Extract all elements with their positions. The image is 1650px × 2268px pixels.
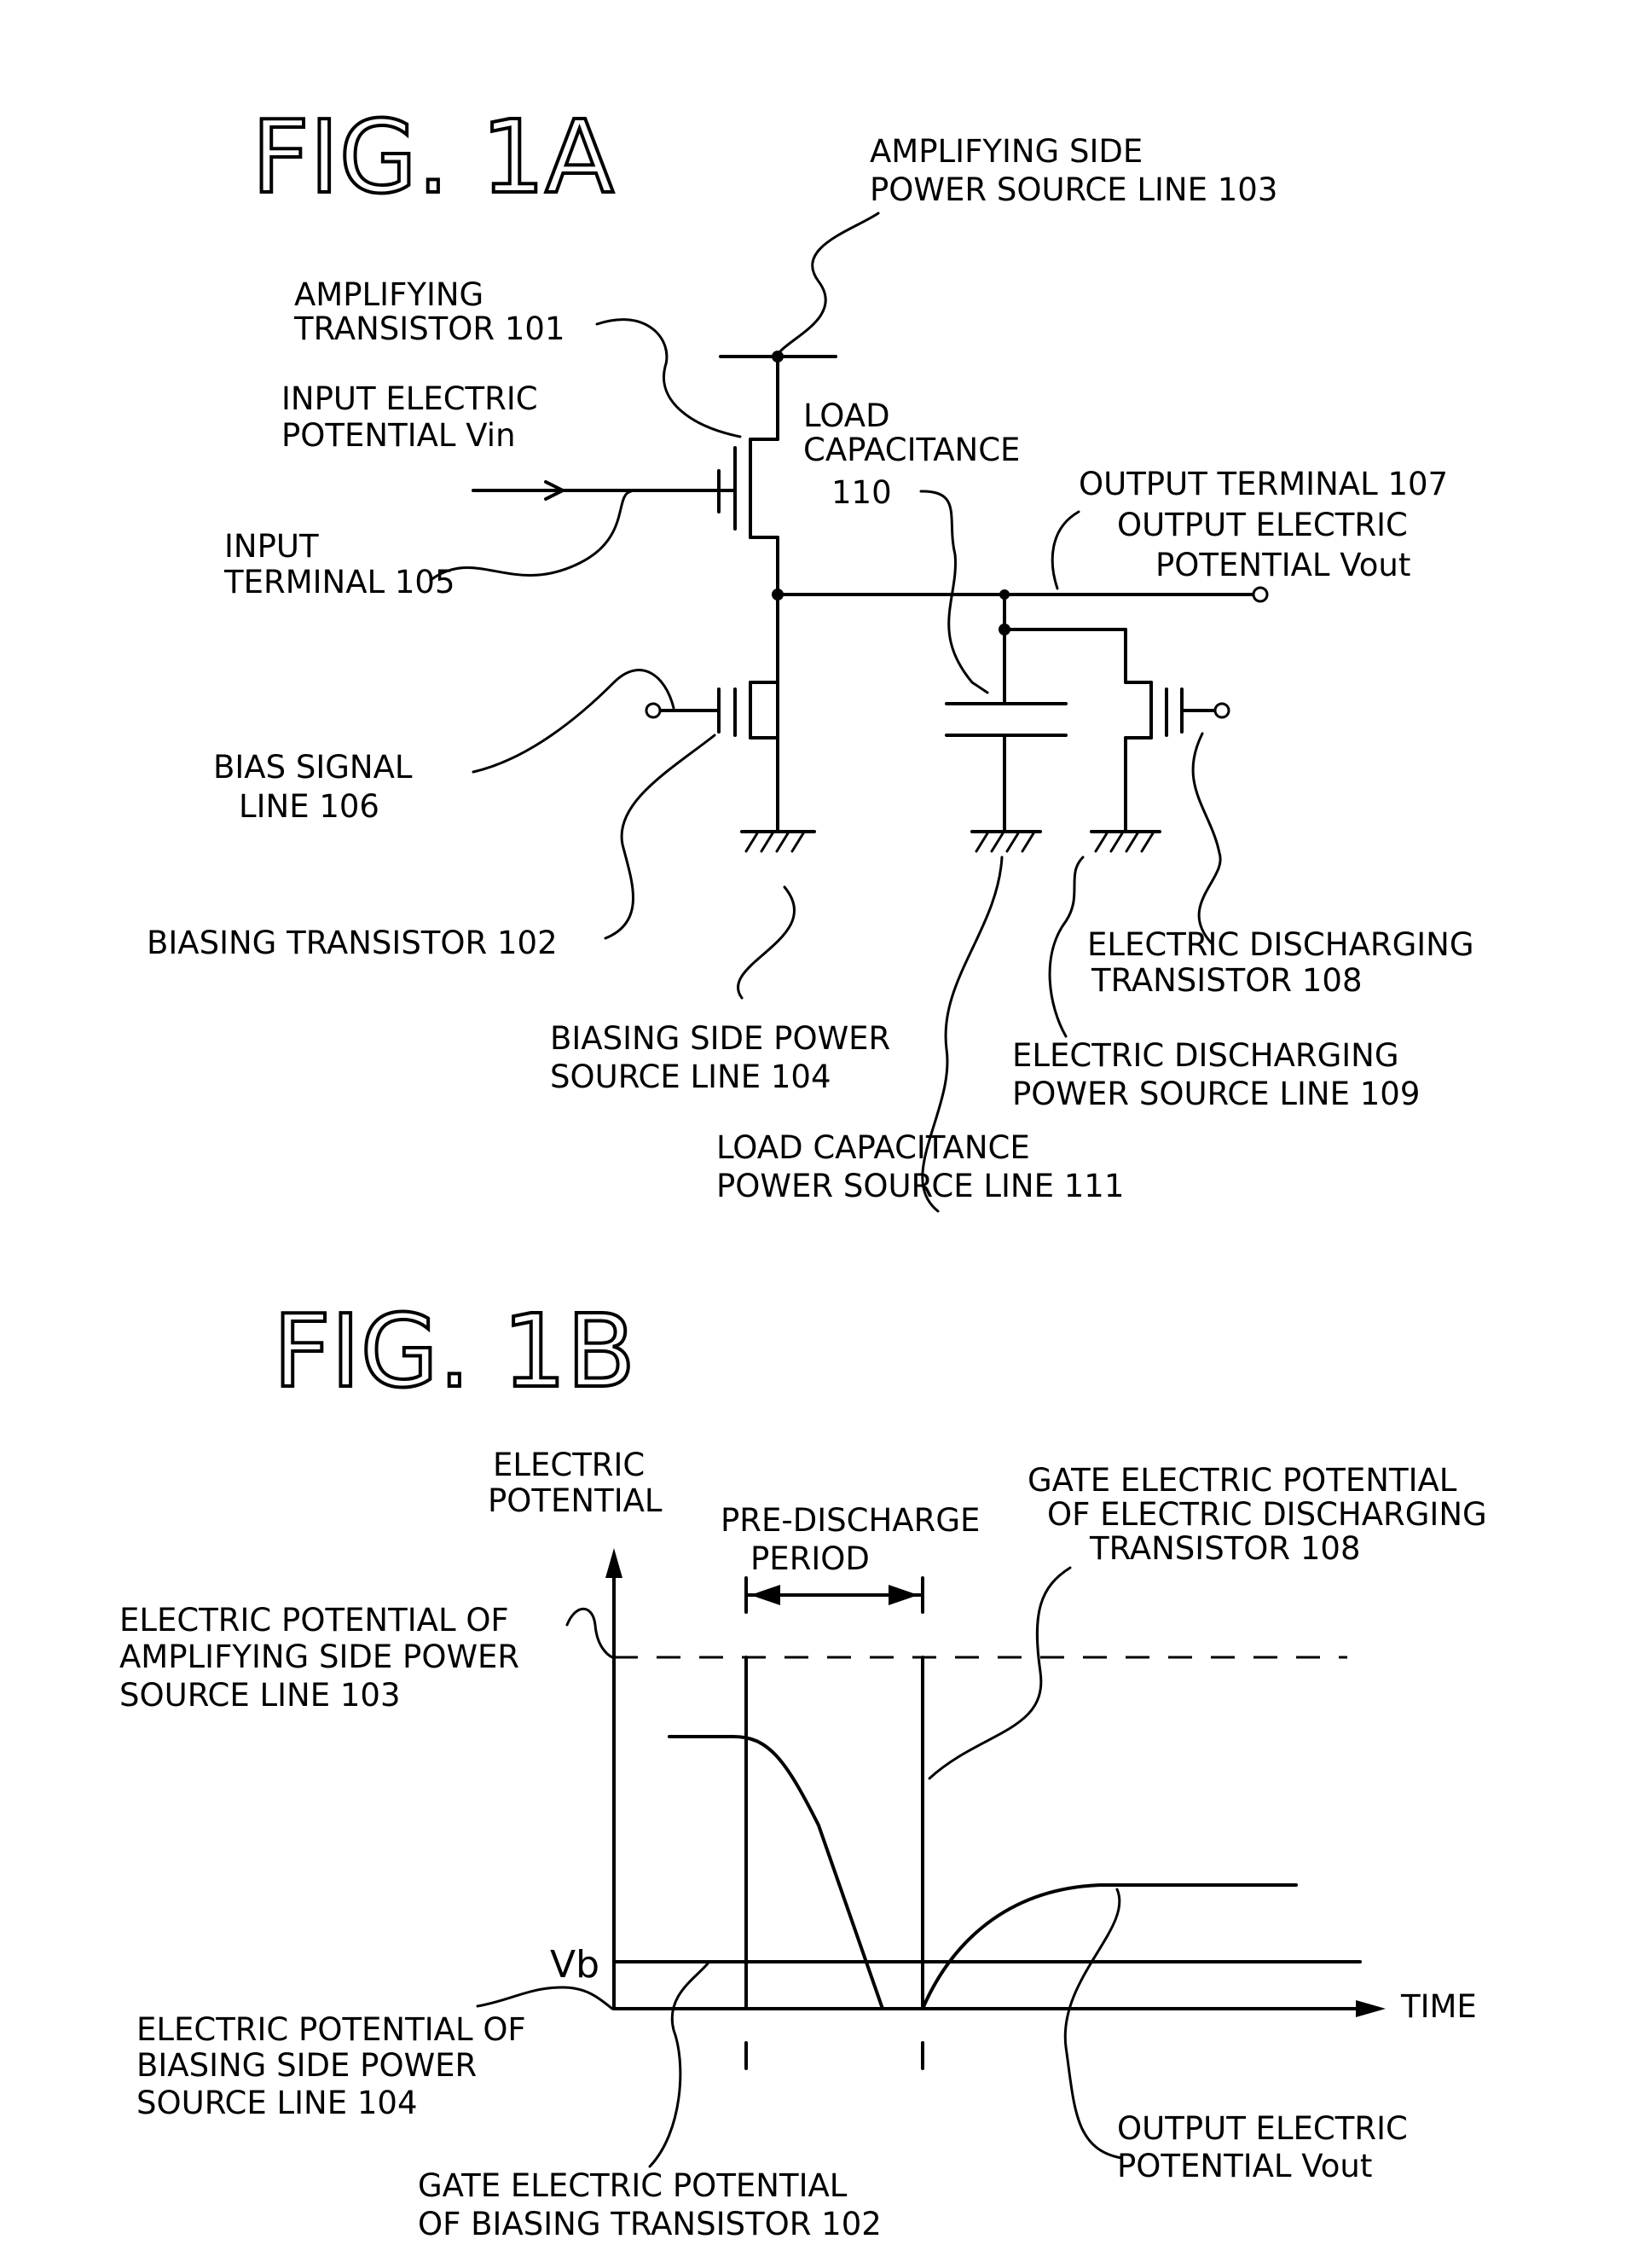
- label-vout-1: OUTPUT ELECTRIC: [1117, 2110, 1408, 2147]
- label-y-axis-1: ELECTRIC: [493, 1447, 645, 1483]
- label-discharge-power-line-1: ELECTRIC DISCHARGING: [1012, 1037, 1399, 1074]
- label-pre-discharge-2: PERIOD: [750, 1540, 870, 1577]
- label-pre-discharge-1: PRE-DISCHARGE: [721, 1502, 980, 1539]
- label-amp-level-1: ELECTRIC POTENTIAL OF: [119, 1602, 509, 1639]
- label-discharge-transistor-1: ELECTRIC DISCHARGING: [1087, 926, 1474, 963]
- label-load-cap-1: LOAD: [803, 397, 890, 434]
- label-discharge-power-line-2: POWER SOURCE LINE 109: [1012, 1076, 1420, 1112]
- label-bias-power-line-2: SOURCE LINE 104: [550, 1059, 831, 1095]
- label-biasing-transistor: BIASING TRANSISTOR 102: [147, 925, 558, 961]
- fig1a-title: FIG. 1A: [252, 98, 614, 216]
- label-bias-level-2: BIASING SIDE POWER: [136, 2047, 477, 2084]
- label-bias-level-1: ELECTRIC POTENTIAL OF: [136, 2011, 526, 2048]
- fig1b-title: FIG. 1B: [273, 1292, 635, 1410]
- label-amp-power-line-2: POWER SOURCE LINE 103: [870, 171, 1277, 208]
- label-amp-level-3: SOURCE LINE 103: [119, 1677, 401, 1714]
- label-load-cap-2: CAPACITANCE: [803, 432, 1020, 468]
- label-gate-bias-2: OF BIASING TRANSISTOR 102: [418, 2206, 882, 2242]
- label-y-axis-2: POTENTIAL: [488, 1482, 663, 1519]
- label-bias-signal-2: LINE 106: [239, 788, 379, 825]
- label-input-terminal-1: INPUT: [224, 528, 319, 565]
- label-input-potential-1: INPUT ELECTRIC: [281, 380, 538, 417]
- label-gate-bias-1: GATE ELECTRIC POTENTIAL: [418, 2167, 848, 2204]
- label-amp-transistor-1: AMPLIFYING: [294, 276, 483, 313]
- label-amp-level-2: AMPLIFYING SIDE POWER: [119, 1639, 519, 1675]
- label-x-axis: TIME: [1400, 1988, 1477, 2025]
- label-output-potential-1: OUTPUT ELECTRIC: [1117, 507, 1408, 543]
- label-amp-power-line-1: AMPLIFYING SIDE: [870, 133, 1143, 170]
- timing-diagram: [605, 1548, 1386, 2068]
- label-discharge-transistor-2: TRANSISTOR 108: [1091, 962, 1363, 999]
- label-load-cap-3: 110: [831, 474, 892, 511]
- label-vout-2: POTENTIAL Vout: [1117, 2148, 1372, 2184]
- label-load-cap-power-line-1: LOAD CAPACITANCE: [716, 1129, 1030, 1166]
- label-bias-signal-1: BIAS SIGNAL: [213, 749, 413, 786]
- label-output-terminal: OUTPUT TERMINAL 107: [1079, 466, 1448, 502]
- label-vb: Vb: [550, 1943, 599, 1987]
- label-load-cap-power-line-2: POWER SOURCE LINE 111: [716, 1168, 1124, 1204]
- label-input-potential-2: POTENTIAL Vin: [281, 417, 516, 454]
- label-bias-level-3: SOURCE LINE 104: [136, 2085, 418, 2121]
- label-input-terminal-2: TERMINAL 105: [223, 564, 455, 600]
- label-output-potential-2: POTENTIAL Vout: [1155, 547, 1410, 583]
- label-gate-discharge-2: OF ELECTRIC DISCHARGING: [1047, 1496, 1487, 1533]
- label-bias-power-line-1: BIASING SIDE POWER: [550, 1020, 890, 1057]
- label-amp-transistor-2: TRANSISTOR 101: [293, 310, 565, 347]
- label-gate-discharge-3: TRANSISTOR 108: [1089, 1530, 1361, 1567]
- label-gate-discharge-1: GATE ELECTRIC POTENTIAL: [1028, 1462, 1457, 1499]
